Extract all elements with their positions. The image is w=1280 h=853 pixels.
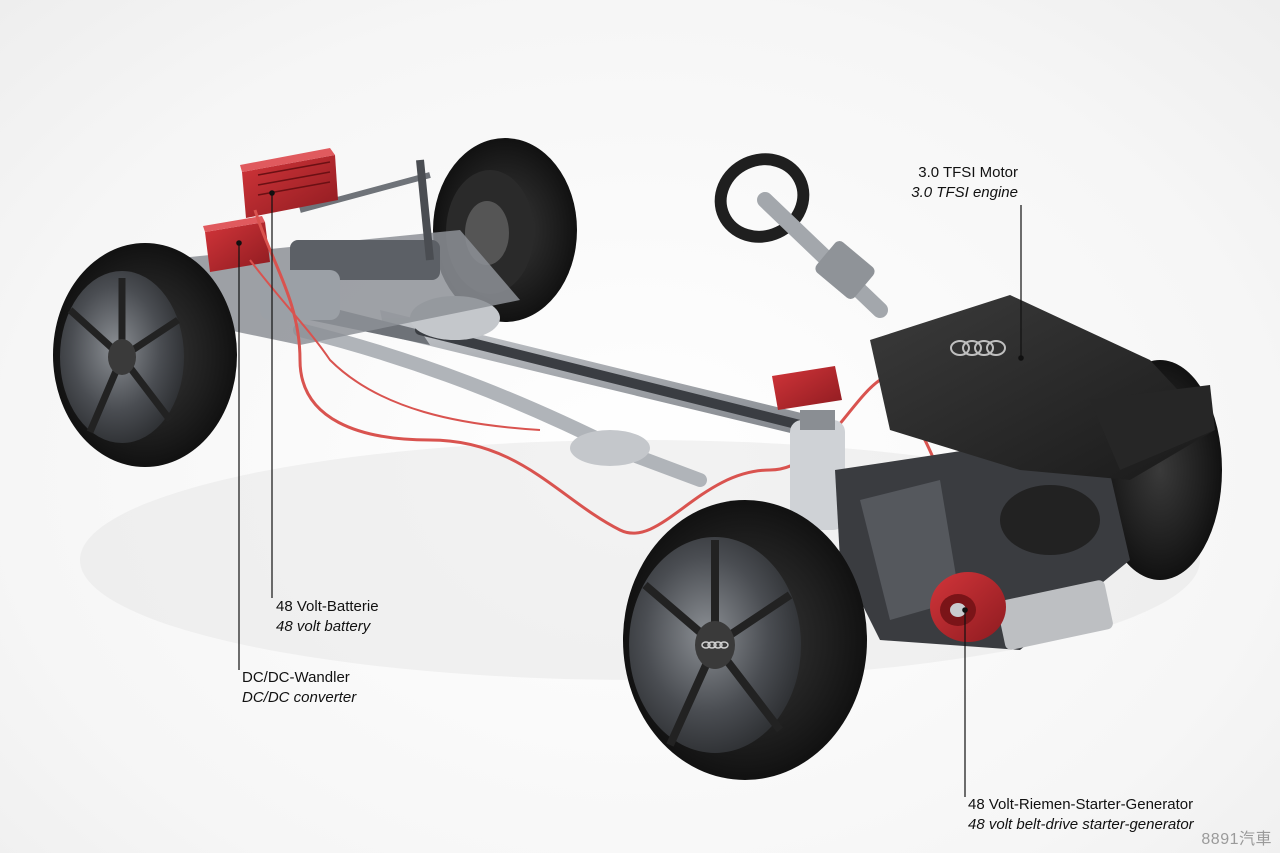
engine-block bbox=[835, 430, 1130, 650]
watermark: 8891汽車 bbox=[1201, 831, 1272, 848]
battery-component bbox=[240, 148, 338, 218]
label-battery-en: 48 volt battery bbox=[276, 618, 371, 635]
label-dcdc-en: DC/DC converter bbox=[242, 689, 357, 706]
wheel-audi-rings-icon bbox=[701, 641, 729, 649]
front-strut bbox=[772, 366, 845, 530]
label-engine: 3.0 TFSI Motor 3.0 TFSI engine bbox=[898, 163, 1018, 203]
front-left-wheel bbox=[623, 500, 867, 780]
label-dcdc: DC/DC-Wandler DC/DC converter bbox=[242, 668, 356, 708]
label-battery-de: 48 Volt-Batterie bbox=[276, 598, 379, 615]
leader-lines bbox=[236, 190, 1024, 797]
starter-generator-component bbox=[930, 572, 1006, 642]
label-dcdc-de: DC/DC-Wandler bbox=[242, 669, 350, 686]
label-engine-en: 3.0 TFSI engine bbox=[911, 184, 1018, 201]
hv-cable-2 bbox=[249, 259, 541, 431]
label-starter-generator: 48 Volt-Riemen-Starter-Generator 48 volt… bbox=[968, 795, 1194, 835]
dcdc-converter-component bbox=[203, 216, 270, 272]
label-battery: 48 Volt-Batterie 48 volt battery bbox=[276, 597, 379, 637]
label-engine-de: 3.0 TFSI Motor bbox=[918, 164, 1018, 181]
rear-left-wheel bbox=[53, 243, 237, 467]
label-bsg-en: 48 volt belt-drive starter-generator bbox=[968, 816, 1194, 833]
audi-rings-icon bbox=[950, 340, 1006, 356]
steering-assembly bbox=[714, 153, 888, 318]
label-bsg-de: 48 Volt-Riemen-Starter-Generator bbox=[968, 796, 1194, 813]
engine-cover bbox=[870, 295, 1215, 480]
